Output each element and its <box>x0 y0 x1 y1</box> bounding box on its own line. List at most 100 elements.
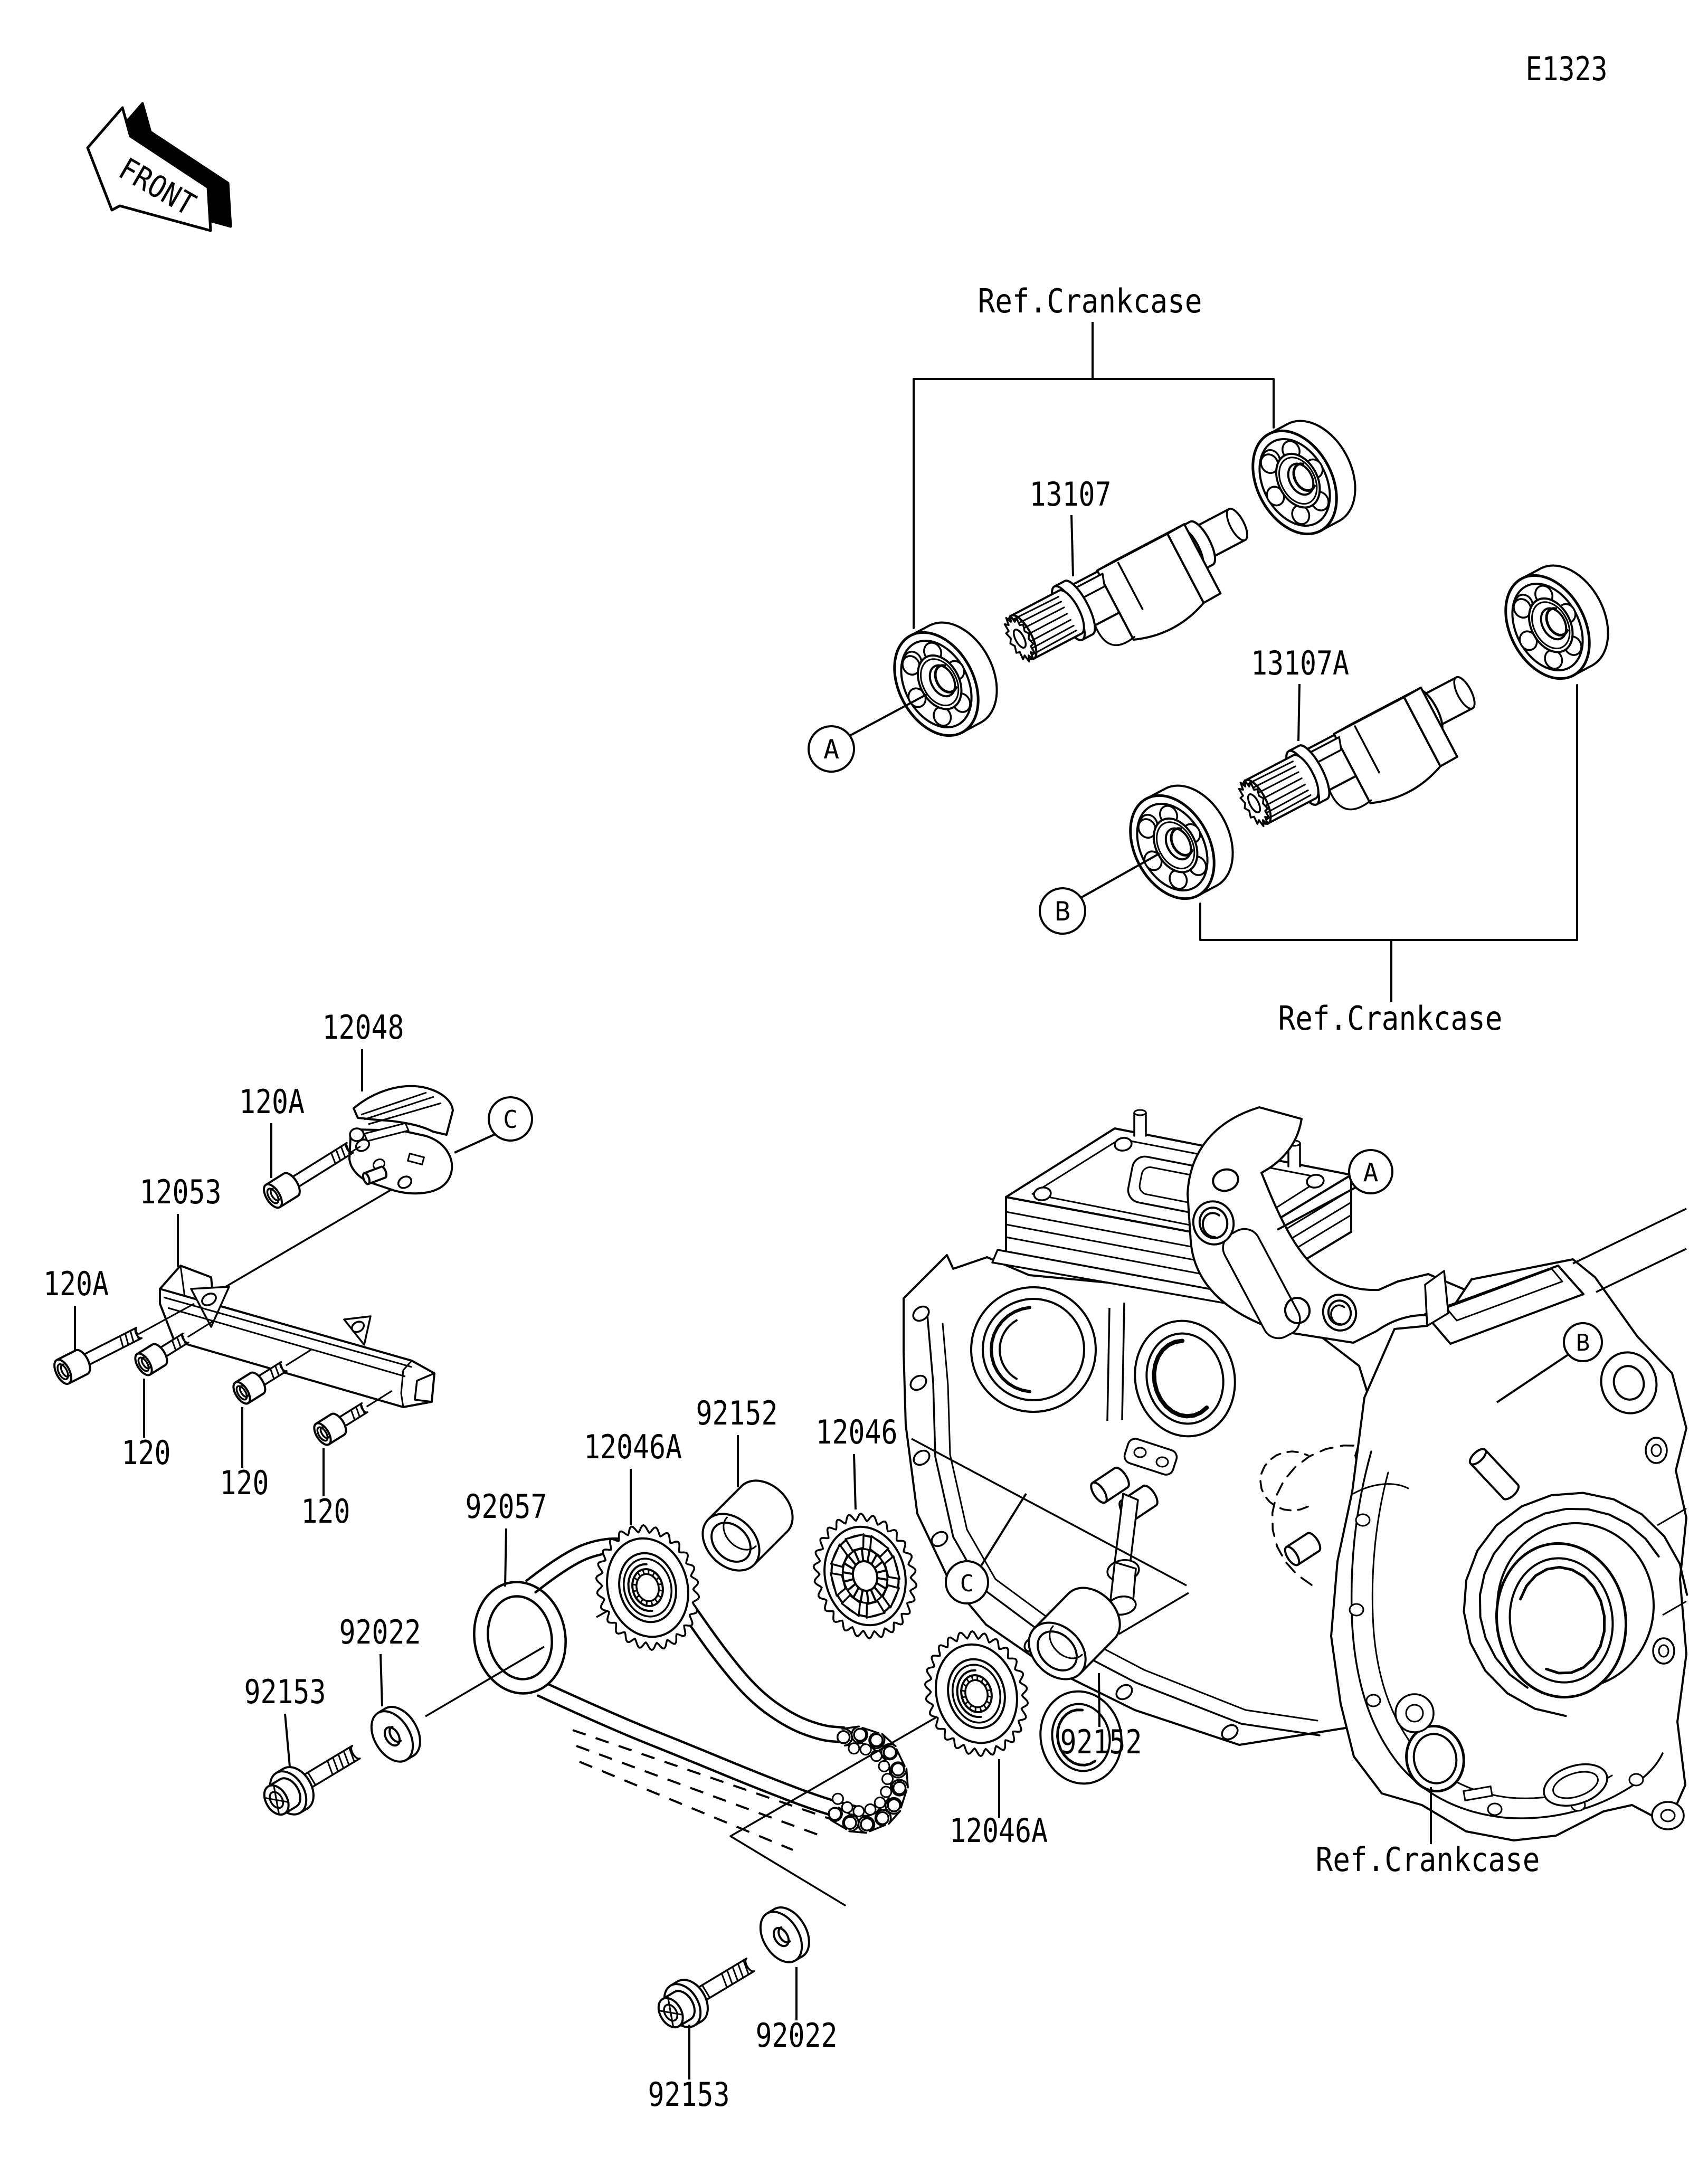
case-bore2-shade <box>1152 1338 1209 1419</box>
bearing-13107-right-ball <box>1260 453 1279 474</box>
case-bore2-outer <box>1134 1319 1236 1438</box>
axis-12046 <box>911 1438 1187 1587</box>
bolt-120a-left-head-edge <box>68 1373 88 1385</box>
label-92153-bottom: 92153 <box>648 2075 730 2114</box>
leader-12046 <box>853 1454 857 1510</box>
case-wing-inner <box>1445 1268 1563 1322</box>
case-stud-hole <box>1306 1174 1325 1189</box>
case-opening2-shade <box>1056 1708 1097 1767</box>
case-gasket-hole <box>931 1531 948 1547</box>
sprocket-12046-dog <box>841 1594 861 1617</box>
shaft-13107-splinecyl-edge <box>1033 632 1082 660</box>
bracket-ref-top <box>913 378 1275 629</box>
case-oval-in <box>1552 1771 1599 1799</box>
bearing-b-bore-shade <box>1170 827 1194 857</box>
tensioner-shoe-line <box>364 1096 434 1121</box>
sprocket-12046a-bottom-rim <box>935 1643 1018 1744</box>
shaft-13107-endface <box>1226 508 1248 542</box>
chain-hidden-run <box>576 1745 824 1838</box>
case-gasket-hole <box>1221 1724 1239 1741</box>
chain-roller <box>836 1730 851 1744</box>
chain-link-plate <box>830 1806 855 1830</box>
marker-c-case: C <box>960 1570 974 1597</box>
case-side-boss-hole <box>1658 1644 1669 1658</box>
label-92022-top: 92022 <box>339 1613 421 1651</box>
case-stub3-edge <box>1297 1550 1320 1566</box>
chain-bottom-outer <box>536 1694 853 1822</box>
case-slot <box>1463 1785 1493 1802</box>
sprocket-12046a-top-shade <box>627 1563 653 1612</box>
bolt-120a-left-thread <box>124 1333 129 1345</box>
tensioner-hole <box>397 1175 413 1189</box>
case-stub1-face <box>1090 1481 1108 1504</box>
chain-roller-inner <box>880 1786 893 1798</box>
chain-left-loop-inner <box>487 1595 553 1680</box>
case-pipe-face <box>1468 1448 1487 1466</box>
case-stub3-face <box>1284 1545 1301 1566</box>
label-120a-left: 120A <box>43 1265 109 1303</box>
chain-sprockets-group: 92057 12046A 92152 12046 12046A 92152 92… <box>244 1394 1189 2114</box>
shaft-13107-splinecyl-edge <box>1010 590 1060 617</box>
chain-roller <box>892 1781 907 1796</box>
bolt-120-1-socket-in <box>140 1356 151 1370</box>
chain-link-plate <box>863 1810 886 1832</box>
marker-b-upper: B <box>1055 896 1070 927</box>
case-hidden-boss <box>1259 1450 1309 1512</box>
case-opening1-inner <box>1412 1733 1458 1784</box>
chain-link-plate <box>848 1813 869 1834</box>
sprocket-12046-dog <box>844 1533 865 1552</box>
chain-roller-inner <box>881 1773 894 1786</box>
label-120a-upper: 120A <box>239 1082 305 1121</box>
washer-92022-top-bore <box>383 1726 401 1747</box>
bolt-120-3-thread <box>350 1410 356 1420</box>
bolt-120a-upper-socket <box>266 1188 280 1204</box>
leader-marker-a <box>847 693 928 738</box>
tensioner-pin-face <box>362 1172 371 1185</box>
case-small-boss <box>1394 1693 1435 1733</box>
bearing-b-ball <box>1137 818 1157 839</box>
label-12046a-bottom: 12046A <box>950 1811 1048 1850</box>
spacer-92152-top-bore-inner <box>723 1516 757 1551</box>
case-cover-ring2 <box>1478 1507 1660 1689</box>
leader-marker-c-case <box>980 1493 1027 1568</box>
chain-roller <box>860 1817 874 1831</box>
marker-c-case-circle <box>945 1560 989 1604</box>
bolt-92153-top-thread <box>337 1754 345 1769</box>
leader-13107 <box>1070 515 1074 577</box>
chain-link-plate <box>857 1726 880 1749</box>
leader-92022-top <box>379 1654 383 1707</box>
bolt-120-2-socket-in <box>239 1385 249 1398</box>
case-gasket-hole <box>913 1449 931 1466</box>
bearing-13107-right-inner-lip <box>1278 457 1318 505</box>
chain-link-plate <box>888 1768 909 1790</box>
case-pad-hole <box>1155 1456 1169 1468</box>
bolt-120-1-thread <box>181 1334 186 1344</box>
bolt-120a-upper-thread <box>330 1153 336 1164</box>
case-cut-line <box>1662 1600 1687 1616</box>
leader-92057 <box>504 1528 507 1587</box>
marker-c-circle <box>488 1096 533 1142</box>
marker-b-case: B <box>1576 1330 1590 1356</box>
case-gasket-hole2 <box>1349 1603 1364 1617</box>
bolt-120-1-head-edge <box>149 1364 166 1376</box>
label-92057: 92057 <box>466 1487 547 1526</box>
leader-marker-b <box>1078 852 1160 900</box>
case-gasket-hole <box>1115 1684 1133 1701</box>
shaft-13107a-scoop <box>1328 789 1372 811</box>
bolt-120a-left-thread <box>119 1336 124 1347</box>
tensioner-pin-edge <box>368 1176 386 1185</box>
label-12046a-top: 12046A <box>584 1428 682 1466</box>
chain-roller-inner <box>848 1742 860 1755</box>
bolt-120-3-head-edge <box>328 1433 345 1446</box>
shaft-13107a-splinecyl-edge <box>1245 754 1294 782</box>
bolt-120a-left-head-side <box>56 1350 88 1384</box>
bolt-92153-bottom-step <box>701 1984 711 1998</box>
case-stud <box>1133 1112 1147 1137</box>
bolt-120-2-thread <box>274 1365 280 1376</box>
marker-b-circle <box>1039 887 1086 935</box>
bearing-13107a-right-bore-shade <box>1545 607 1569 637</box>
label-120-1: 120 <box>122 1433 171 1472</box>
bolt-92153-top-hexline <box>273 1785 280 1815</box>
bolt-120a-upper-head-edge <box>265 1172 284 1186</box>
